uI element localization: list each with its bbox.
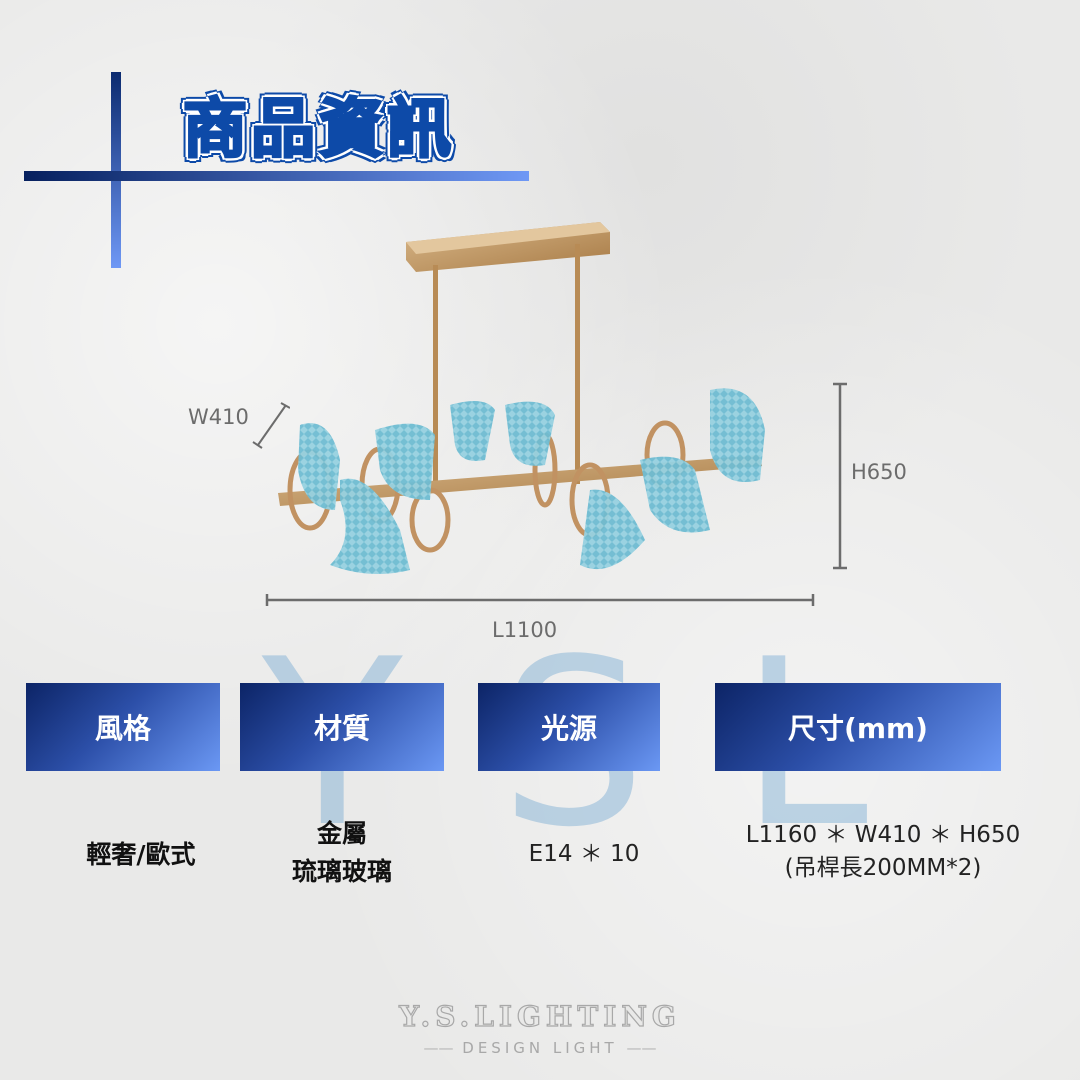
dimension-length-label: L1100	[492, 618, 558, 642]
spec-value-line: E14 ＊ 10	[528, 841, 640, 867]
dimension-width-line	[252, 402, 290, 449]
dimension-width-label: W410	[188, 405, 249, 429]
dimension-height-label: H650	[851, 460, 907, 484]
dimension-height-line	[833, 382, 847, 570]
spec-value-style: 輕奢/歐式	[26, 836, 256, 874]
spec-header-label: 風格	[94, 712, 151, 745]
spec-header-label: 材質	[313, 712, 370, 745]
tagline-left-rule: ——	[423, 1039, 454, 1057]
spec-header-style: 風格	[26, 683, 220, 771]
spec-header-light-source: 光源	[478, 683, 660, 771]
tagline-text: DESIGN LIGHT	[462, 1039, 618, 1057]
brand-tagline: —— DESIGN LIGHT ——	[0, 1039, 1080, 1057]
spec-value-line: 金屬	[316, 819, 367, 848]
header-vertical-line	[111, 72, 121, 268]
spec-value-line: (吊桿長200MM*2)	[784, 855, 982, 881]
spec-value-line: L1160 ＊ W410 ＊ H650	[745, 822, 1021, 848]
dimension-length-line	[265, 594, 815, 606]
spec-value-light-source: E14 ＊ 10	[478, 838, 690, 871]
chandelier-image	[278, 222, 765, 574]
spec-header-label: 光源	[540, 712, 597, 745]
page-title: 商品資訊	[182, 92, 455, 169]
spec-header-material: 材質	[240, 683, 444, 771]
spec-header-size: 尺寸(mm)	[715, 683, 1001, 771]
brand-logo-text: Y.S.LIGHTING	[399, 999, 681, 1033]
tagline-right-rule: ——	[626, 1039, 657, 1057]
spec-value-line: 琉璃玻璃	[291, 857, 392, 886]
spec-value-size: L1160 ＊ W410 ＊ H650 (吊桿長200MM*2)	[715, 819, 1051, 885]
spec-header-label: 尺寸(mm)	[788, 712, 928, 745]
header-horizontal-line	[24, 171, 529, 181]
spec-value-material: 金屬 琉璃玻璃	[240, 815, 444, 891]
spec-value-line: 輕奢/歐式	[86, 840, 196, 869]
